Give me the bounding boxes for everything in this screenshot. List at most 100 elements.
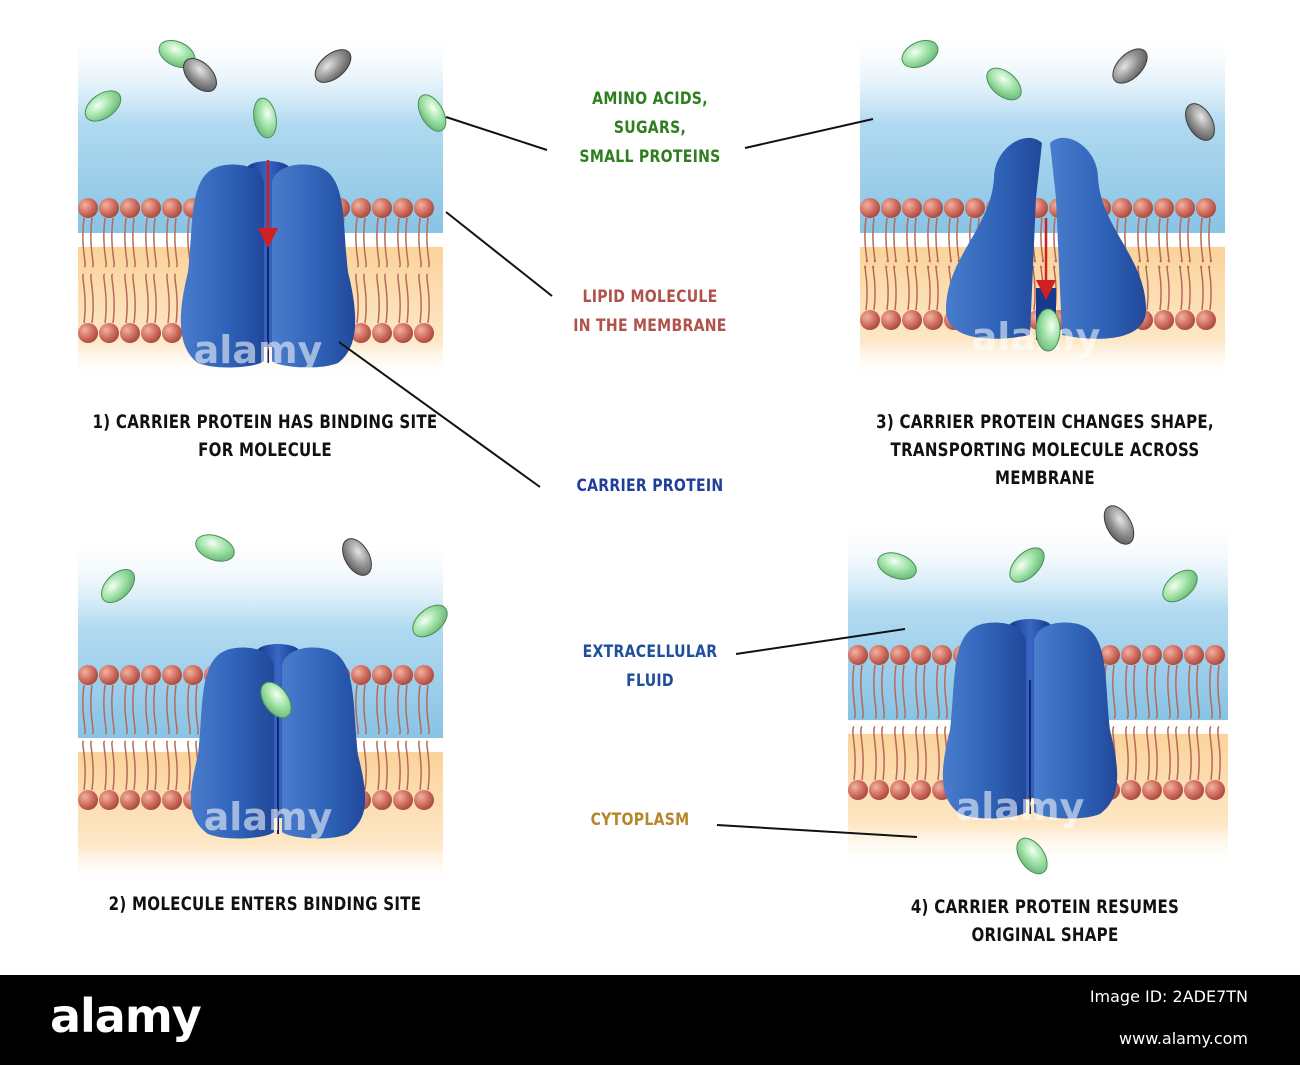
lipid-head <box>881 198 901 218</box>
lipid-tail <box>174 740 178 791</box>
lipid-tail <box>864 265 868 311</box>
label-carrier-line-1: CARRIER PROTEIN <box>576 476 724 496</box>
leader-line-amino-right <box>744 118 874 149</box>
lipid-tail <box>915 725 919 781</box>
transported-molecule <box>1103 505 1135 545</box>
lipid-tail <box>873 664 877 720</box>
lipid-tail <box>956 217 960 263</box>
lipid-head <box>162 665 182 685</box>
lipid-tail <box>923 725 927 781</box>
lipid-tail <box>103 684 107 735</box>
lipid-head <box>162 323 182 343</box>
lipid-tail <box>363 740 367 791</box>
lipid-head <box>351 665 371 685</box>
label-amino-line-1: AMINO ACIDS, <box>592 89 708 109</box>
lipid-head <box>372 323 392 343</box>
lipid-head <box>78 790 98 810</box>
lipid-head <box>393 790 413 810</box>
lipid-head <box>869 780 889 800</box>
caption-step-1: 1) CARRIER PROTEIN HAS BINDING SITE FOR … <box>80 408 450 464</box>
label-lipid-molecule: LIPID MOLECULE IN THE MEMBRANE <box>553 283 746 341</box>
lipid-head <box>120 790 140 810</box>
lipid-head <box>890 645 910 665</box>
lipid-tail <box>82 684 86 735</box>
lipid-head <box>183 665 203 685</box>
leader-line-amino-left <box>445 116 548 151</box>
label-amino-line-2: SUGARS, <box>613 118 687 138</box>
lipid-head <box>351 323 371 343</box>
lipid-tail <box>893 265 897 311</box>
lipid-tail <box>187 684 191 735</box>
lipid-tail <box>103 217 107 268</box>
transported-molecule <box>1009 547 1045 583</box>
lipid-tail <box>103 740 107 791</box>
lipid-head <box>351 198 371 218</box>
label-cytoplasm: CYTOPLASM <box>566 806 713 835</box>
protein-left-subunit <box>190 647 274 839</box>
lipid-head <box>393 665 413 685</box>
lipid-tail <box>376 740 380 791</box>
lipid-tail <box>860 664 864 720</box>
carrier-protein <box>180 161 356 368</box>
lipid-tail <box>944 664 948 720</box>
label-extracellular-fluid: EXTRACELLULAR FLUID <box>558 638 742 696</box>
lipid-tail <box>124 684 128 735</box>
lipid-tail <box>397 740 401 791</box>
lipid-tail <box>153 684 157 735</box>
lipid-head <box>99 323 119 343</box>
transported-molecule <box>1185 103 1215 141</box>
lipid-tail <box>885 217 889 263</box>
lipid-tail <box>1208 265 1212 311</box>
lipid-tail <box>927 217 931 263</box>
lipid-tail <box>1167 725 1171 781</box>
protein-left-subunit <box>946 137 1042 339</box>
alamy-watermark: alamy <box>956 785 1085 829</box>
lipid-head <box>1163 780 1183 800</box>
lipid-head <box>78 323 98 343</box>
lipid-tail <box>82 217 86 268</box>
lipid-tail <box>906 265 910 311</box>
lipid-tail <box>1145 265 1149 311</box>
caption-step-2: 2) MOLECULE ENTERS BINDING SITE <box>80 890 450 918</box>
lipid-tail <box>1196 664 1200 720</box>
lipid-tail <box>355 217 359 268</box>
lipid-tail <box>1154 664 1158 720</box>
label-carrier-protein: CARRIER PROTEIN <box>553 472 746 501</box>
leader-line-lipid <box>445 211 553 297</box>
lipid-tail <box>894 725 898 781</box>
lipid-head <box>1121 780 1141 800</box>
lipid-head <box>372 665 392 685</box>
panel-2: alamy <box>78 534 448 885</box>
lipid-tail <box>111 684 115 735</box>
lipid-tail <box>881 725 885 781</box>
lipid-head <box>414 323 434 343</box>
lipid-head <box>141 665 161 685</box>
lipid-head <box>393 323 413 343</box>
lipid-tail <box>906 217 910 263</box>
lipid-tail <box>82 740 86 791</box>
lipid-head <box>902 198 922 218</box>
lipid-tail <box>1200 265 1204 311</box>
lipid-tail <box>1188 664 1192 720</box>
transported-molecule <box>253 97 277 139</box>
lipid-tail <box>893 217 897 263</box>
lipid-tail <box>1133 664 1137 720</box>
lipid-head <box>1163 645 1183 665</box>
caption-step-1-line-2: FOR MOLECULE <box>198 439 332 461</box>
lipid-tail <box>1146 725 1150 781</box>
protein-left-subunit <box>180 164 264 368</box>
transported-molecule <box>1112 48 1148 84</box>
transported-molecule <box>412 604 448 638</box>
lipid-tail <box>384 273 388 324</box>
lipid-tail <box>1158 265 1162 311</box>
lipid-tail <box>852 664 856 720</box>
lipid-tail <box>885 265 889 311</box>
lipid-head <box>881 310 901 330</box>
lipid-head <box>141 198 161 218</box>
lipid-tail <box>174 273 178 324</box>
transported-molecule <box>183 58 217 92</box>
lipid-head <box>141 790 161 810</box>
carrier-protein <box>946 137 1146 340</box>
lipid-tail <box>145 273 149 324</box>
lipid-tail <box>936 725 940 781</box>
